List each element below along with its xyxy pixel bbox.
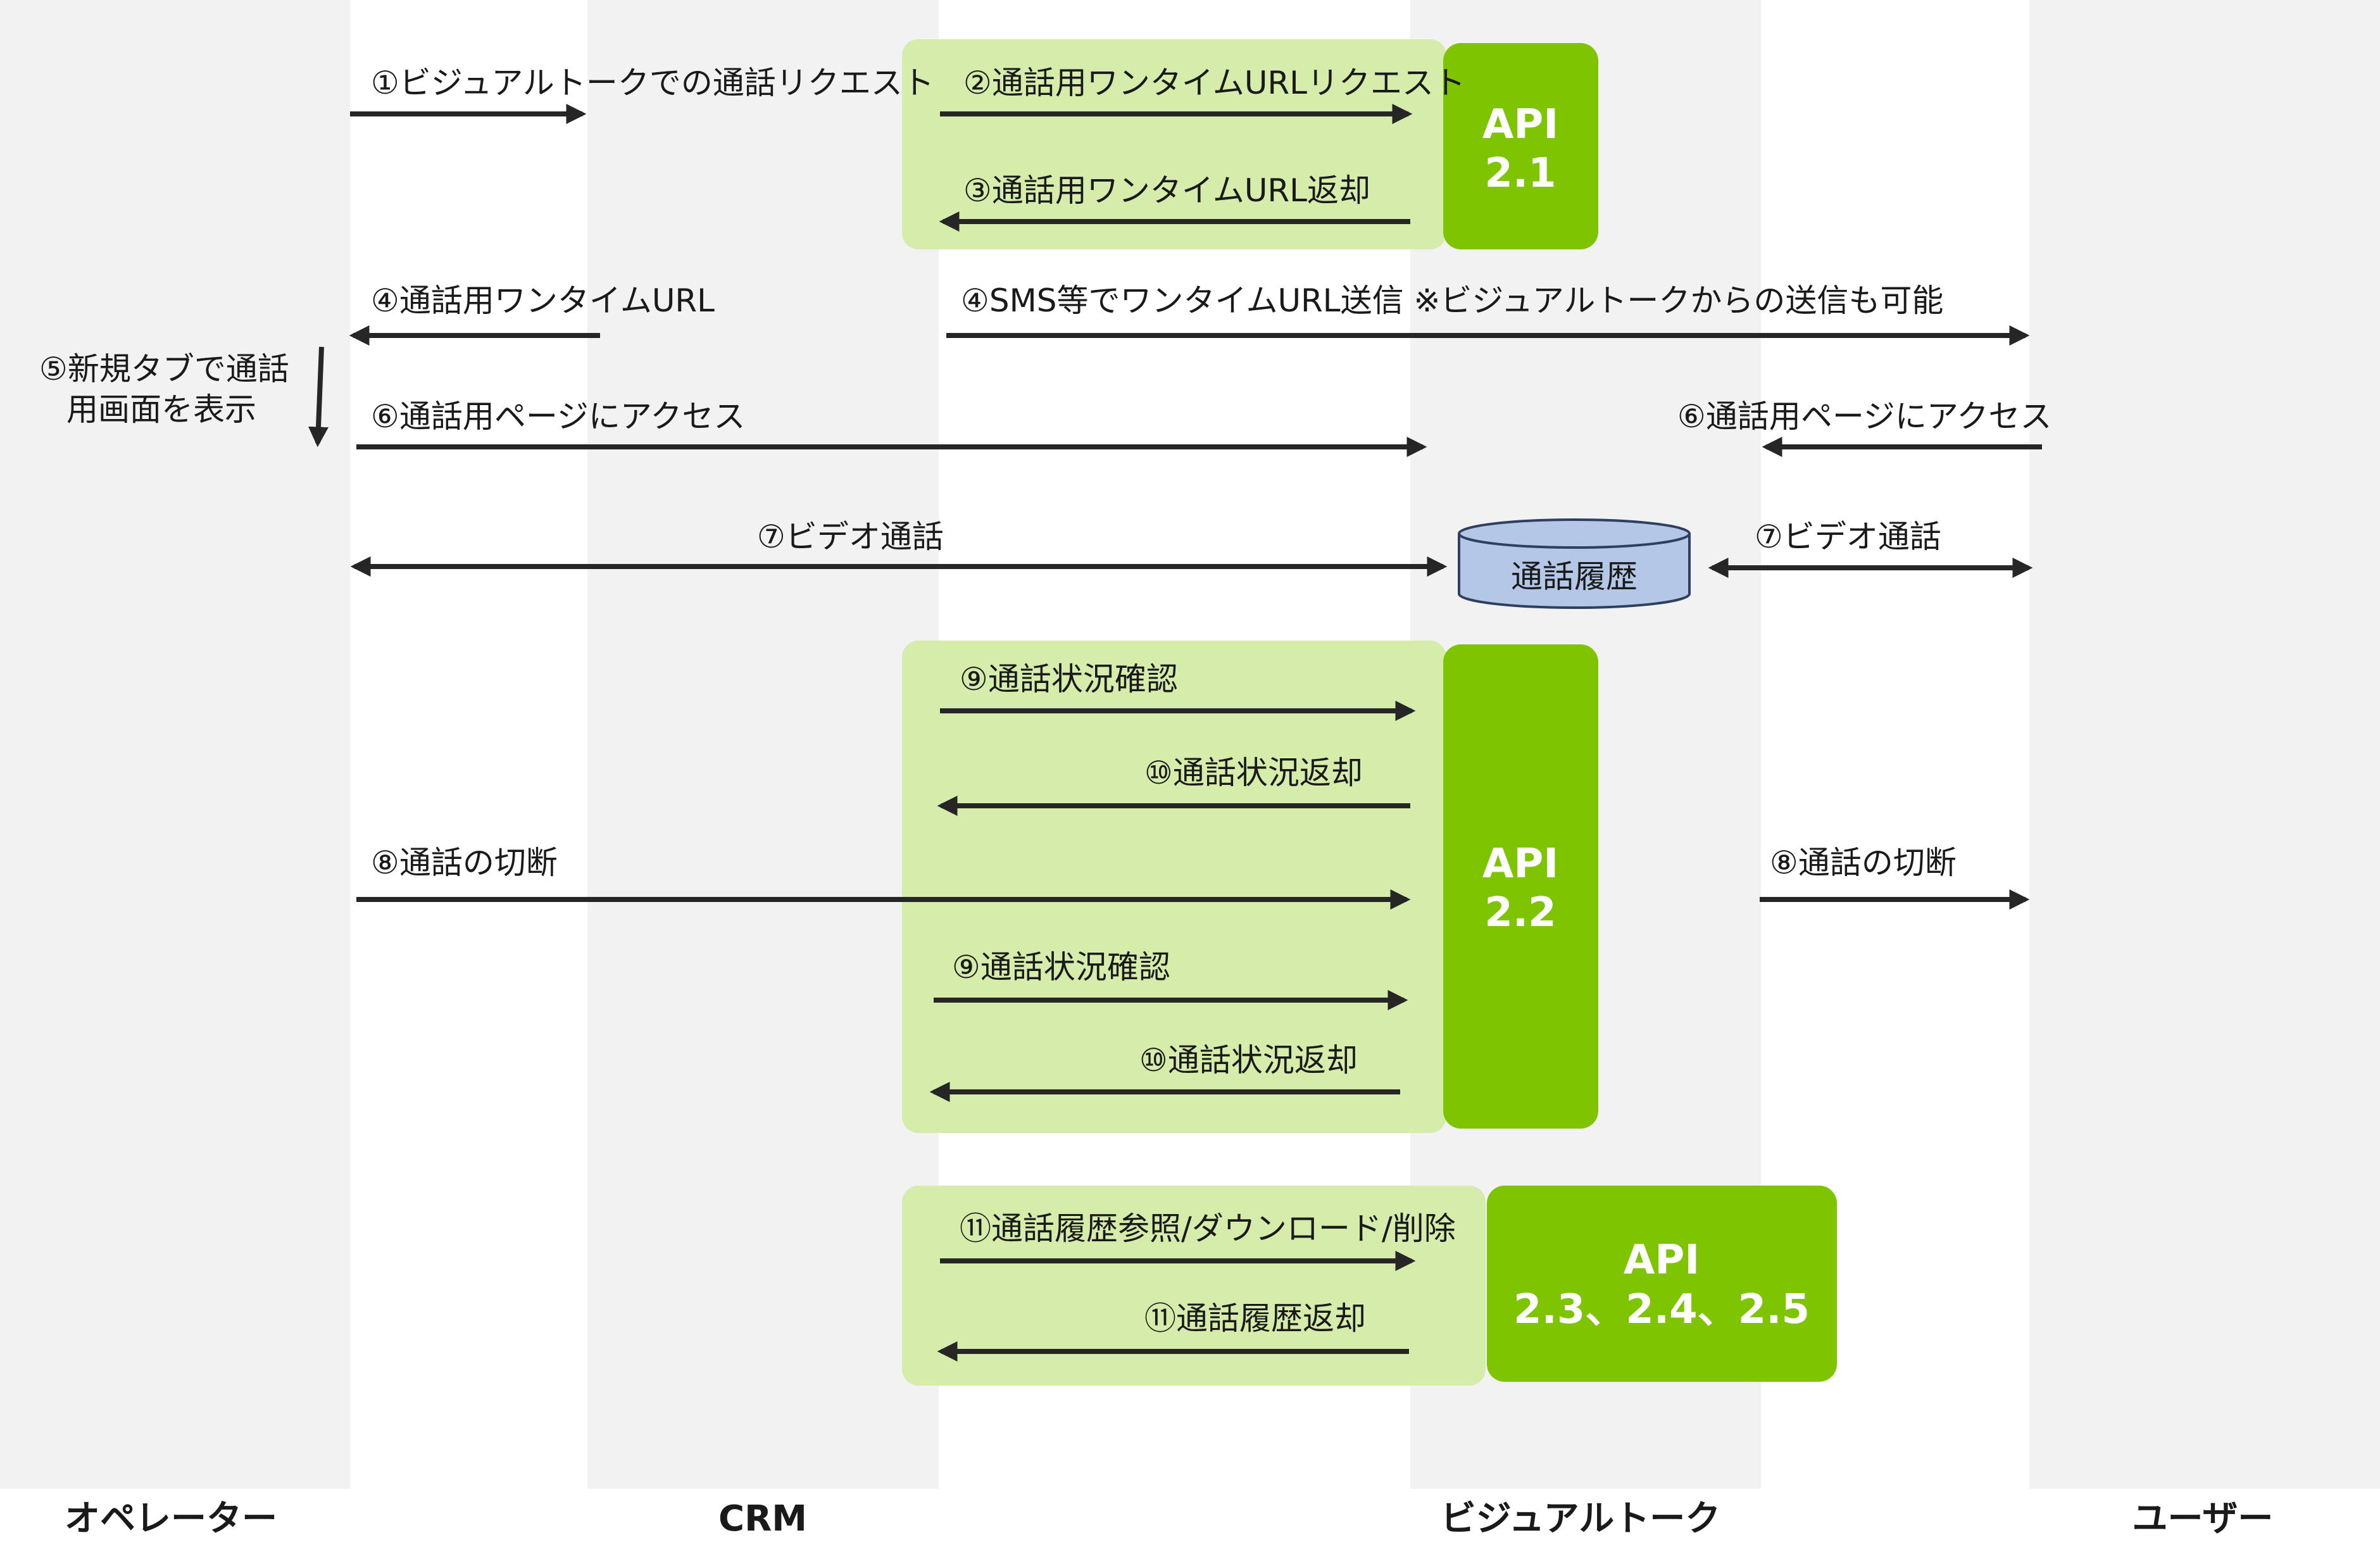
msg-10a: ⑩通話状況返却 [1144, 755, 1363, 791]
api-group-3-bg [902, 1186, 1486, 1386]
api-box-2-2-number: 2.2 [1484, 889, 1556, 936]
lane-user [2029, 0, 2380, 1489]
msg-9b: ⑨通話状況確認 [952, 949, 1170, 986]
msg-9a: ⑨通話状況確認 [960, 661, 1178, 698]
api-group-2-bg [902, 641, 1446, 1133]
msg-5-line1: ⑤新規タブで通話 [39, 351, 289, 387]
api-box-2-2 [1443, 644, 1598, 1129]
api-group-1-bg [902, 39, 1446, 249]
call-history-db-label: 通話履歴 [1511, 558, 1638, 595]
lane-label-user: ユーザー [2133, 1498, 2274, 1539]
msg-11a: ⑪通話履歴参照/ダウンロード/削除 [960, 1210, 1456, 1247]
msg-4b: ④SMS等でワンタイムURL送信 ※ビジュアルトークからの送信も可能 [961, 282, 1943, 319]
lane-operator [0, 0, 350, 1489]
msg-4a: ④通話用ワンタイムURL [371, 282, 715, 319]
api-box-2-1 [1443, 43, 1598, 249]
arrow-5-new-tab [308, 346, 329, 448]
lane-label-crm: CRM [718, 1498, 807, 1539]
api-box-2-3-title: API [1624, 1237, 1700, 1284]
call-history-db: 通話履歴 [1458, 518, 1691, 609]
lane-label-visualtalk: ビジュアルトーク [1441, 1498, 1720, 1539]
api-box-2-1-title: API [1482, 101, 1558, 148]
api-box-2-1-number: 2.1 [1484, 150, 1556, 197]
api-box-2-2-title: API [1482, 841, 1558, 887]
msg-6b: ⑥通話用ページにアクセス [1677, 398, 2051, 435]
lane-crm [587, 0, 939, 1489]
msg-10b: ⑩通話状況返却 [1139, 1042, 1358, 1079]
msg-3: ③通話用ワンタイムURL返却 [963, 172, 1370, 209]
api-box-2-3-2-5 [1487, 1186, 1837, 1382]
msg-8b: ⑧通話の切断 [1770, 844, 1957, 881]
msg-8a: ⑧通話の切断 [371, 844, 558, 881]
api-box-2-3-numbers: 2.3、2.4、2.5 [1513, 1286, 1810, 1333]
lane-label-operator: オペレーター [65, 1498, 277, 1539]
msg-1: ①ビジュアルトークでの通話リクエスト [371, 65, 934, 101]
msg-6a: ⑥通話用ページにアクセス [371, 398, 745, 435]
msg-11b: ⑪通話履歴返却 [1144, 1300, 1366, 1337]
msg-5-line2: 用画面を表示 [66, 391, 256, 428]
msg-7b: ⑦ビデオ通話 [1755, 518, 1941, 555]
msg-2: ②通話用ワンタイムURLリクエスト [963, 65, 1465, 101]
msg-7a: ⑦ビデオ通話 [757, 518, 944, 555]
